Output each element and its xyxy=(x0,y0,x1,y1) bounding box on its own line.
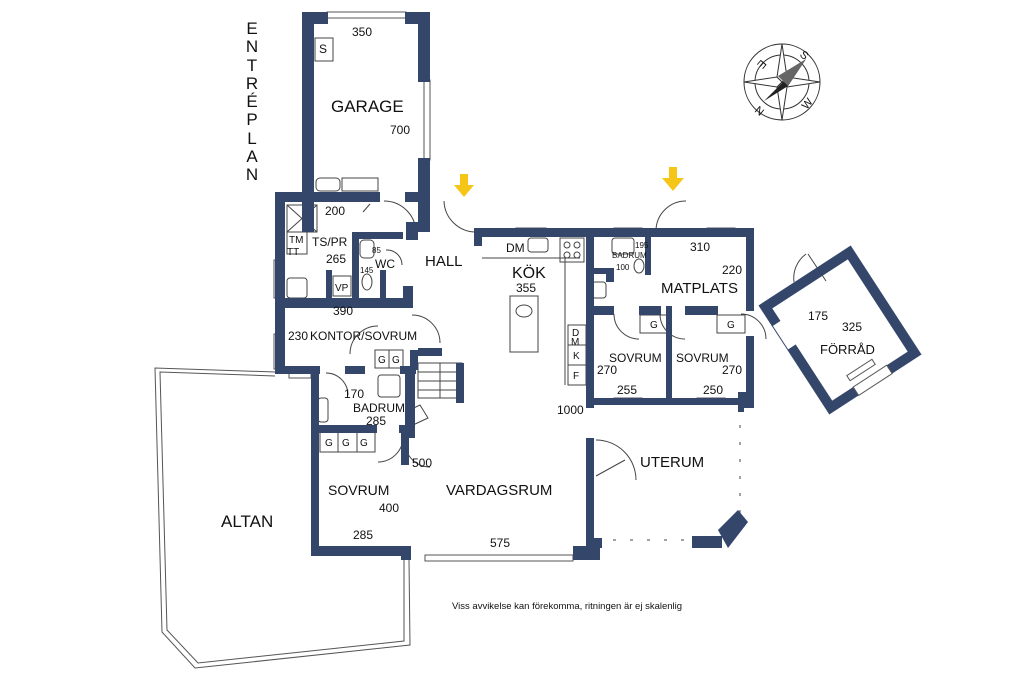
dim-garage-l: 700 xyxy=(390,123,410,137)
room-uterum: UTERUM xyxy=(640,454,704,471)
fixture-g-sov1: G xyxy=(650,320,658,331)
dim-living-w: 575 xyxy=(490,536,510,550)
room-badrum: BADRUM xyxy=(353,401,405,415)
room-vardagsrum: VARDAGSRUM xyxy=(446,482,552,499)
fixture-g-kontor-2: G xyxy=(392,355,400,366)
dim-sov3-l: 400 xyxy=(379,501,399,515)
room-garage: GARAGE xyxy=(331,97,404,116)
dim-sov2-l: 270 xyxy=(722,363,742,377)
floor-title-letter: P xyxy=(246,110,258,130)
dim-sov1-l: 270 xyxy=(597,363,617,377)
floor-title-letter: E xyxy=(246,19,258,38)
room-ts-pr: TS/PR xyxy=(312,235,348,249)
compass-letter-s: S xyxy=(797,49,810,63)
dim-bad-l: 285 xyxy=(366,414,386,428)
altan-outline xyxy=(154,367,411,669)
room-sovrum-1: SOVRUM xyxy=(609,351,662,365)
floor-title: E N T R É P L A N xyxy=(240,19,264,185)
dim-bad-small-w: 195 xyxy=(635,241,649,250)
fixture-s: S xyxy=(319,42,327,56)
room-badrum-small: BADRUM xyxy=(612,251,647,260)
dim-forrad-w: 175 xyxy=(808,309,828,323)
fixture-g-sov2: G xyxy=(727,320,735,331)
entrance-arrow-hall xyxy=(454,174,474,197)
room-kok: KÖK xyxy=(512,264,546,282)
dim-sov1-w: 255 xyxy=(617,383,637,397)
interior-lines xyxy=(286,37,827,541)
compass-letter-w: W xyxy=(800,96,816,112)
room-sovrum-2: SOVRUM xyxy=(676,351,729,365)
dim-garage-w: 350 xyxy=(352,25,372,39)
dim-wc-w: 85 xyxy=(372,246,381,255)
fixture-d: D xyxy=(572,328,579,339)
fixture-tm: TM xyxy=(289,235,303,246)
dim-sov3-w: 285 xyxy=(353,528,373,542)
dim-bad-w: 170 xyxy=(344,387,364,401)
floor-title-letter: É xyxy=(246,92,258,112)
dim-mat-w: 310 xyxy=(690,240,710,254)
room-altan: ALTAN xyxy=(221,512,273,531)
fixture-f: F xyxy=(573,371,579,382)
room-matplats: MATPLATS xyxy=(661,280,738,297)
fixture-m: M xyxy=(571,337,579,348)
dim-bad-small-l: 100 xyxy=(616,263,630,272)
room-sovrum-3: SOVRUM xyxy=(328,482,389,498)
room-forrad: FÖRRÅD xyxy=(820,342,875,357)
floor-title-letter: R xyxy=(245,73,259,93)
fixture-g-sov3-1: G xyxy=(325,438,333,449)
compass-icon xyxy=(743,43,821,121)
compass-letter-e: E xyxy=(754,57,768,70)
dim-hall-side: 500 xyxy=(412,456,432,470)
disclaimer-text: Viss avvikelse kan förekomma, ritningen … xyxy=(452,601,683,612)
floor-title-letter: N xyxy=(245,165,259,185)
dim-ts-l: 265 xyxy=(326,252,346,266)
fixture-dm: DM xyxy=(506,241,525,255)
dim-sov2-w: 250 xyxy=(703,383,723,397)
floor-title-letter: A xyxy=(246,147,258,167)
dim-mat-l: 220 xyxy=(722,263,742,277)
forrad-building xyxy=(758,245,922,415)
fixture-g-sov3-3: G xyxy=(360,438,368,449)
dim-living-l: 1000 xyxy=(557,403,584,417)
dim-forrad-l: 325 xyxy=(842,320,862,334)
entrance-arrow-matplats xyxy=(662,167,684,191)
entrance-arrows xyxy=(454,167,684,197)
fixture-g-sov3-2: G xyxy=(342,438,350,449)
walls xyxy=(275,12,754,560)
floor-title-letter: N xyxy=(245,37,259,57)
room-hall: HALL xyxy=(425,253,463,270)
room-kontor-sovrum: KONTOR/SOVRUM xyxy=(310,329,417,343)
compass-letter-n: N xyxy=(753,103,767,117)
floor-title-letter: T xyxy=(246,55,258,75)
dim-kontor-l: 230 xyxy=(288,329,308,343)
dim-kontor-w: 390 xyxy=(333,304,353,318)
fixture-vp: VP xyxy=(335,283,349,294)
dim-ts-w: 200 xyxy=(325,204,345,218)
fixture-k: K xyxy=(573,351,580,362)
fixture-g-kontor-1: G xyxy=(378,355,386,366)
dim-wc-l: 145 xyxy=(360,266,374,275)
dim-kok-w: 355 xyxy=(516,281,536,295)
fixture-tt: TT xyxy=(287,247,299,258)
room-wc: WC xyxy=(375,257,395,271)
floor-title-letter: L xyxy=(247,128,257,148)
